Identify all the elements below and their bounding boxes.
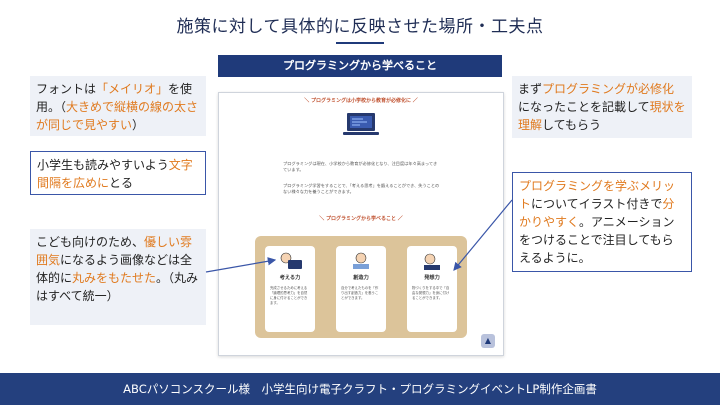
hero-banner: プログラミングから学べること	[218, 55, 502, 77]
merit-card-desc: 完成させるために考える「論理的思考力」を自然に身に付けることができます。	[270, 286, 308, 305]
note-font: フォントは「メイリオ」を使用。（大きめで縦横の線の太さが同じで見やすい）	[30, 76, 206, 136]
title-underline	[336, 42, 384, 44]
child-idea-illustration	[424, 253, 440, 270]
merit-panel: 考える力 完成させるために考える「論理的思考力」を自然に身に付けることができます…	[255, 236, 467, 338]
mock-paragraph-2: プログラミング学習をすることで、「考える思考」を鍛えることができ、失うことのない…	[283, 183, 440, 194]
merit-card-title: 創造力	[353, 275, 369, 281]
child-laptop-illustration	[280, 252, 302, 269]
lp-mockup: ＼ プログラミングは小学校から教育が必修化に ／ プログラミングは現在、小学校か…	[218, 92, 504, 356]
merit-card-title: 考える力	[279, 275, 301, 281]
child-crafting-illustration	[353, 252, 369, 269]
merit-card: 創造力 自分で考えたものを「作り出す創造力」を養うことができます。	[336, 246, 386, 332]
footer-banner: ABCパソコンスクール様 小学生向け電子クラフト・プログラミングイベントLP制作…	[0, 373, 720, 405]
mock-subheading: ＼ プログラミングから学べること ／	[319, 216, 403, 222]
laptop-illustration	[343, 113, 379, 135]
merit-card-desc: 物づくりをする中で「自由な発想力」を身に付けることができます。	[412, 286, 450, 300]
note-mandatory-education: まずプログラミングが必修化になったことを記載して現状を理解してもらう	[512, 76, 692, 138]
merit-card-desc: 自分で考えたものを「作り出す創造力」を養うことができます。	[341, 286, 379, 300]
note-letter-spacing: 小学生も読みやすいよう文字間隔を広めにとる	[30, 151, 206, 195]
slide-title: 施策に対して具体的に反映させた場所・工夫点	[176, 17, 544, 37]
note-illustration-merits: プログラミングを学ぶメリットについてイラスト付きで分かりやすく。アニメーションを…	[512, 172, 692, 272]
scroll-top-button[interactable]: ▲	[481, 334, 495, 348]
merit-card-title: 発想力	[424, 275, 440, 281]
mock-heading: ＼ プログラミングは小学校から教育が必修化に ／	[304, 98, 418, 104]
merit-card: 考える力 完成させるために考える「論理的思考力」を自然に身に付けることができます…	[265, 246, 315, 332]
note-rounded-style: こども向けのため、優しい雰囲気になるよう画像などは全体的に丸みをもたせた。（丸み…	[30, 229, 206, 325]
merit-card: 発想力 物づくりをする中で「自由な発想力」を身に付けることができます。	[407, 246, 457, 332]
mock-paragraph-1: プログラミングは現在、小学校から教育が必修化となり、注目度は年々高まってきていま…	[283, 161, 438, 172]
chevron-up-icon: ▲	[484, 336, 492, 345]
